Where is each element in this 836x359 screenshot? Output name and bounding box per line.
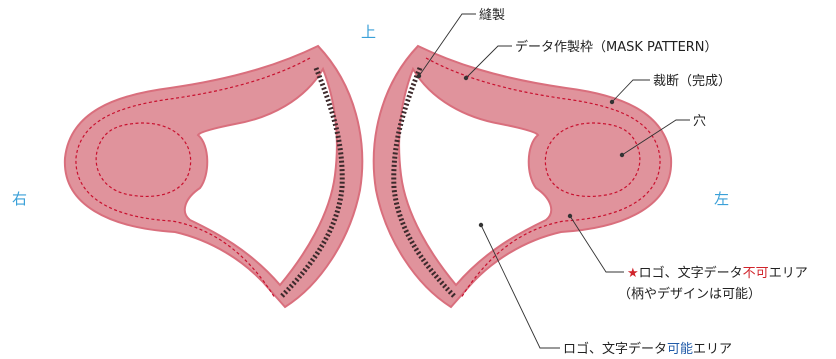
allowed-pre: ロゴ、文字データ — [563, 341, 667, 357]
callout-allowed-area: ロゴ、文字データ可能エリア — [563, 341, 732, 357]
prohibited-star: ★ — [627, 266, 639, 281]
leader-prohibited — [569, 215, 624, 273]
leader-dot-cut-line — [609, 99, 615, 105]
callout-prohibited-area: ★ロゴ、文字データ不可エリア — [627, 265, 808, 281]
seam-right — [280, 67, 345, 298]
mask-piece-left-body — [372, 44, 673, 309]
hole-left — [544, 122, 641, 198]
callout-prohibited-note: （柄やデザインは可能） — [618, 286, 761, 302]
leader-sewing — [418, 13, 476, 77]
leader-lines — [416, 13, 690, 349]
label-top: 上 — [361, 23, 376, 41]
leader-dot-pattern-frame — [463, 75, 469, 81]
prohibited-post: エリア — [769, 266, 808, 281]
leader-allowed — [480, 224, 560, 349]
cut-line-right — [75, 57, 311, 299]
prohibited-pre: ロゴ、文字データ — [639, 265, 743, 281]
allowed-em: 可能 — [667, 342, 693, 357]
leader-dot-allowed — [478, 222, 484, 228]
leader-dot-hole — [619, 152, 625, 158]
label-right-side: 右 — [12, 190, 27, 208]
callout-pattern-frame: データ作製枠（MASK PATTERN） — [515, 39, 718, 55]
cut-line-left — [425, 57, 661, 299]
leader-pattern-frame — [465, 45, 512, 79]
callout-hole: 穴 — [693, 114, 706, 129]
leader-dot-sewing — [416, 73, 422, 79]
mask-piece-right-body — [63, 44, 364, 309]
mask-piece-left — [372, 44, 673, 309]
leader-hole — [621, 119, 690, 156]
label-left-side: 左 — [714, 190, 729, 208]
seam-left — [391, 67, 456, 298]
leader-dot-prohibited — [567, 213, 573, 219]
callout-cut-line: 裁断（完成） — [653, 73, 731, 89]
allowed-post: エリア — [693, 342, 732, 357]
callout-sewing: 縫製 — [479, 8, 505, 23]
prohibited-em: 不可 — [743, 266, 769, 281]
mask-piece-right — [63, 44, 364, 309]
leader-cut-line — [611, 79, 650, 103]
hole-right — [95, 122, 192, 198]
